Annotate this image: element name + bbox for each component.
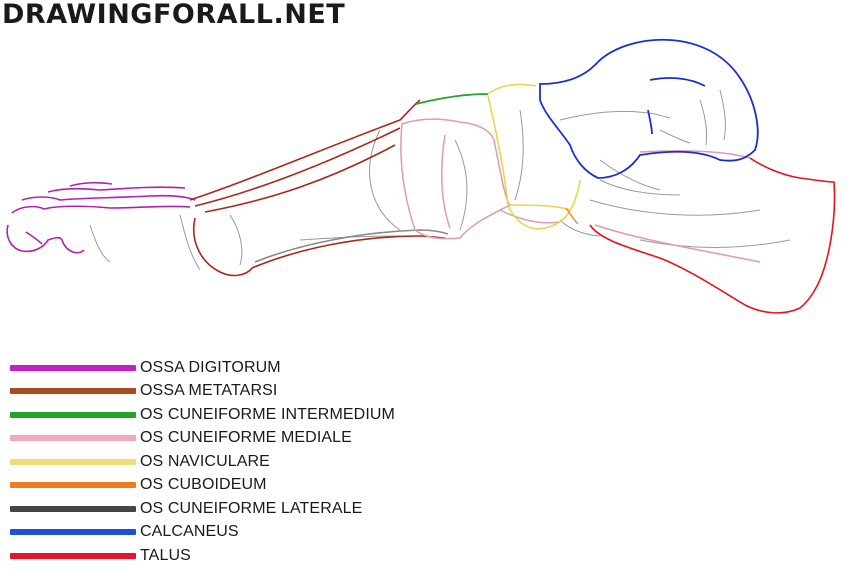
os-cuneiforme-laterale-outline bbox=[254, 229, 449, 263]
legend-swatch bbox=[10, 388, 136, 395]
legend-item: TALUS bbox=[10, 544, 395, 568]
legend-item: OS CUBOIDEUM bbox=[10, 474, 395, 498]
legend-label: OSSA DIGITORUM bbox=[140, 358, 281, 376]
os-cuneiforme-intermedium-outline bbox=[415, 93, 489, 105]
legend-item: OSSA METATARSI bbox=[10, 380, 395, 404]
legend-label: OS CUBOIDEUM bbox=[140, 476, 267, 494]
legend-item: OS CUNEIFORME INTERMEDIUM bbox=[10, 403, 395, 427]
legend-swatch bbox=[10, 529, 136, 536]
legend-label: TALUS bbox=[140, 546, 191, 564]
legend-swatch bbox=[10, 411, 136, 418]
legend-label: OS CUNEIFORME INTERMEDIUM bbox=[140, 405, 395, 423]
legend: OSSA DIGITORUM OSSA METATARSI OS CUNEIFORM… bbox=[10, 356, 395, 568]
legend-item: OS CUNEIFORME LATERALE bbox=[10, 497, 395, 521]
legend-label: OSSA METATARSI bbox=[140, 382, 278, 400]
foot-bone-diagram bbox=[6, 38, 836, 314]
legend-item: OS CUNEIFORME MEDIALE bbox=[10, 427, 395, 451]
legend-item: OSSA DIGITORUM bbox=[10, 356, 395, 380]
legend-swatch bbox=[10, 458, 136, 465]
legend-swatch bbox=[10, 552, 136, 559]
site-title: DRAWINGFORALL.NET bbox=[2, 0, 346, 30]
os-cuneiforme-mediale-outline bbox=[400, 118, 761, 263]
legend-swatch bbox=[10, 435, 136, 442]
ossa-metatarsi-outline bbox=[189, 99, 446, 277]
legend-label: OS NAVICULARE bbox=[140, 452, 270, 470]
talus-outline bbox=[589, 157, 836, 314]
legend-item: OS NAVICULARE bbox=[10, 450, 395, 474]
legend-label: OS CUNEIFORME MEDIALE bbox=[140, 429, 352, 447]
legend-swatch bbox=[10, 364, 136, 371]
legend-swatch bbox=[10, 505, 136, 512]
legend-swatch bbox=[10, 482, 136, 489]
legend-label: OS CUNEIFORME LATERALE bbox=[140, 499, 363, 517]
legend-item: CALCANEUS bbox=[10, 521, 395, 545]
os-cuboideum-outline bbox=[565, 207, 579, 225]
legend-label: CALCANEUS bbox=[140, 523, 239, 541]
calcaneus-outline bbox=[539, 38, 759, 179]
os-naviculare-outline bbox=[487, 83, 581, 230]
ossa-digitorum-outline bbox=[6, 181, 196, 254]
